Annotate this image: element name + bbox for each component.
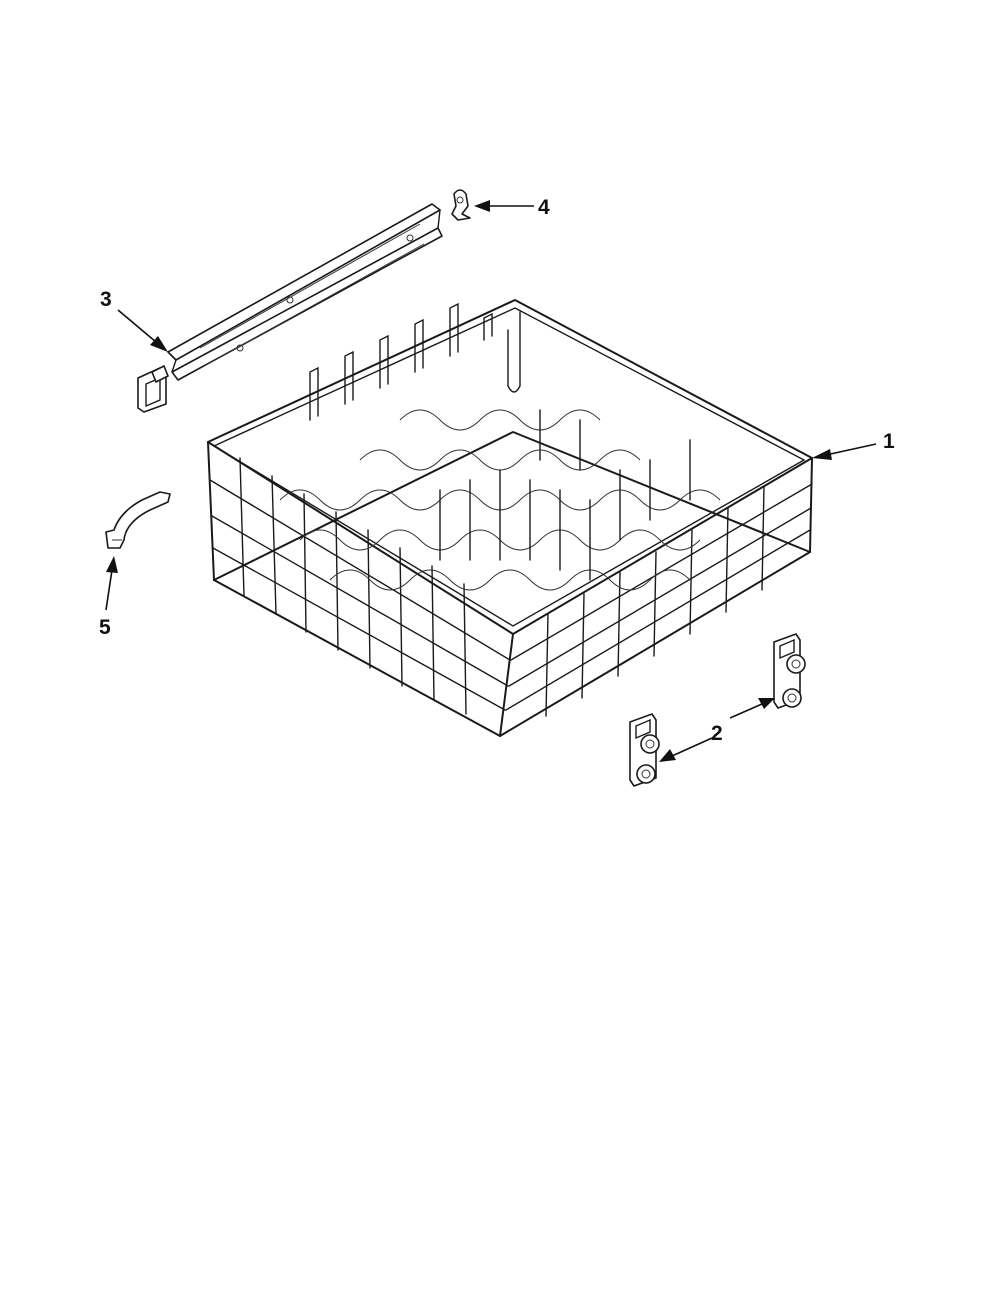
rail-stop-clip-icon bbox=[451, 189, 471, 221]
callout-3: 3 bbox=[100, 288, 112, 311]
callout-4: 4 bbox=[538, 196, 550, 219]
rack-roller-assembly-icon bbox=[629, 633, 806, 787]
roller-assembly-left bbox=[629, 713, 660, 787]
rack-adjuster-rail-icon bbox=[137, 203, 443, 413]
callout-1: 1 bbox=[883, 430, 895, 453]
callout-5: 5 bbox=[99, 616, 111, 639]
callout-2: 2 bbox=[711, 722, 723, 745]
dish-rack-icon bbox=[207, 299, 813, 737]
rack-handle-bracket-icon bbox=[105, 491, 171, 549]
roller-assembly-right bbox=[773, 633, 806, 709]
leader-lines bbox=[105, 200, 877, 762]
